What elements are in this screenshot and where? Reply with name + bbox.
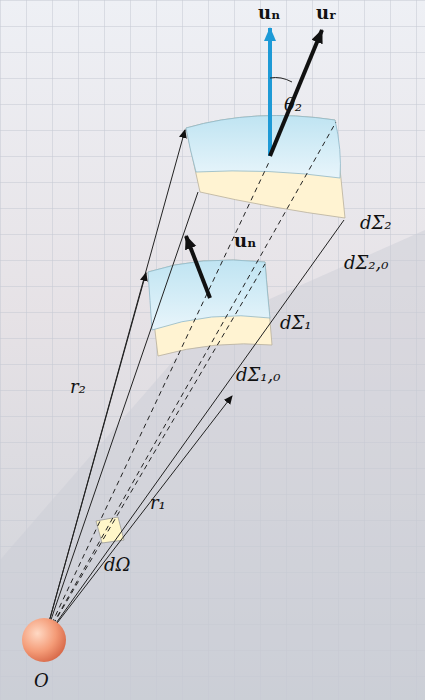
angle-label: θ₂ bbox=[284, 96, 302, 114]
vector-label: uₙ bbox=[234, 232, 256, 250]
surface-label: dΣ₂ bbox=[360, 214, 391, 232]
vector-label: uₙ bbox=[258, 4, 280, 22]
radius-label: r₁ bbox=[150, 494, 166, 512]
vector-label: uᵣ bbox=[316, 4, 337, 22]
surface-label: dΣ₁ bbox=[280, 314, 311, 332]
radius-label: r₂ bbox=[70, 378, 86, 396]
origin-label: O bbox=[34, 672, 49, 690]
surface-label: dΣ₁,₀ bbox=[236, 366, 280, 384]
solid-angle-label: dΩ bbox=[104, 556, 130, 574]
surface-label: dΣ₂,₀ bbox=[344, 254, 388, 272]
